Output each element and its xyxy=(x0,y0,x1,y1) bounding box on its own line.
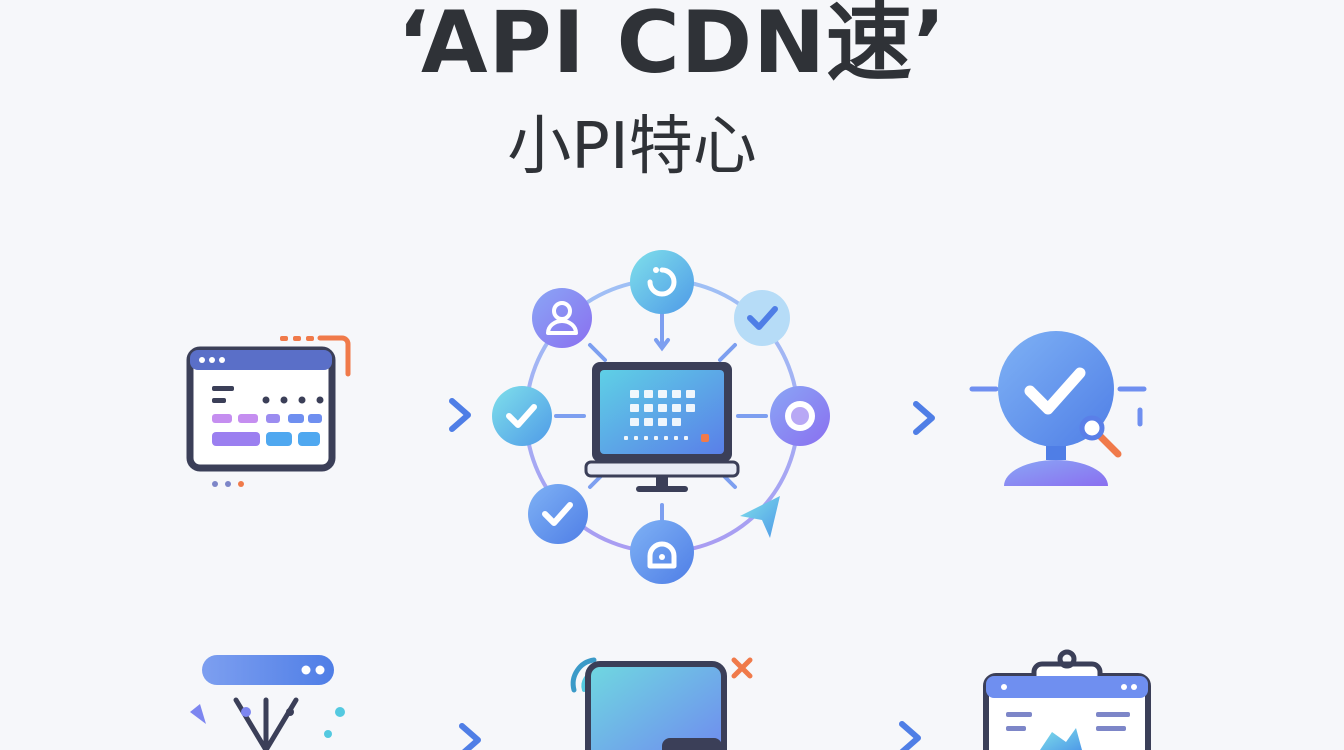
browser-window-icon xyxy=(186,335,351,487)
device-screen-icon xyxy=(570,657,753,750)
arrow-right-icon xyxy=(837,721,921,750)
record-icon xyxy=(770,386,830,446)
user-icon xyxy=(532,288,592,348)
arrow-right-icon xyxy=(853,401,935,435)
clipboard-report-icon xyxy=(983,649,1151,750)
send-icon xyxy=(740,496,780,538)
refresh-icon xyxy=(630,250,694,314)
arrow-right-icon xyxy=(389,398,471,432)
diagram-subtitle: 小PI特心 xyxy=(507,110,757,184)
arrow-right-icon xyxy=(397,723,481,750)
server-routing-icon xyxy=(190,655,345,750)
diagram-title: ‘API CDN速’ xyxy=(397,0,947,93)
lock-icon xyxy=(630,520,694,584)
check-icon xyxy=(528,484,588,544)
monitor-icon xyxy=(584,362,740,492)
check-icon xyxy=(492,386,552,446)
verified-globe-icon xyxy=(969,331,1147,486)
check-icon xyxy=(734,290,790,346)
network-hub-icon xyxy=(492,250,830,584)
